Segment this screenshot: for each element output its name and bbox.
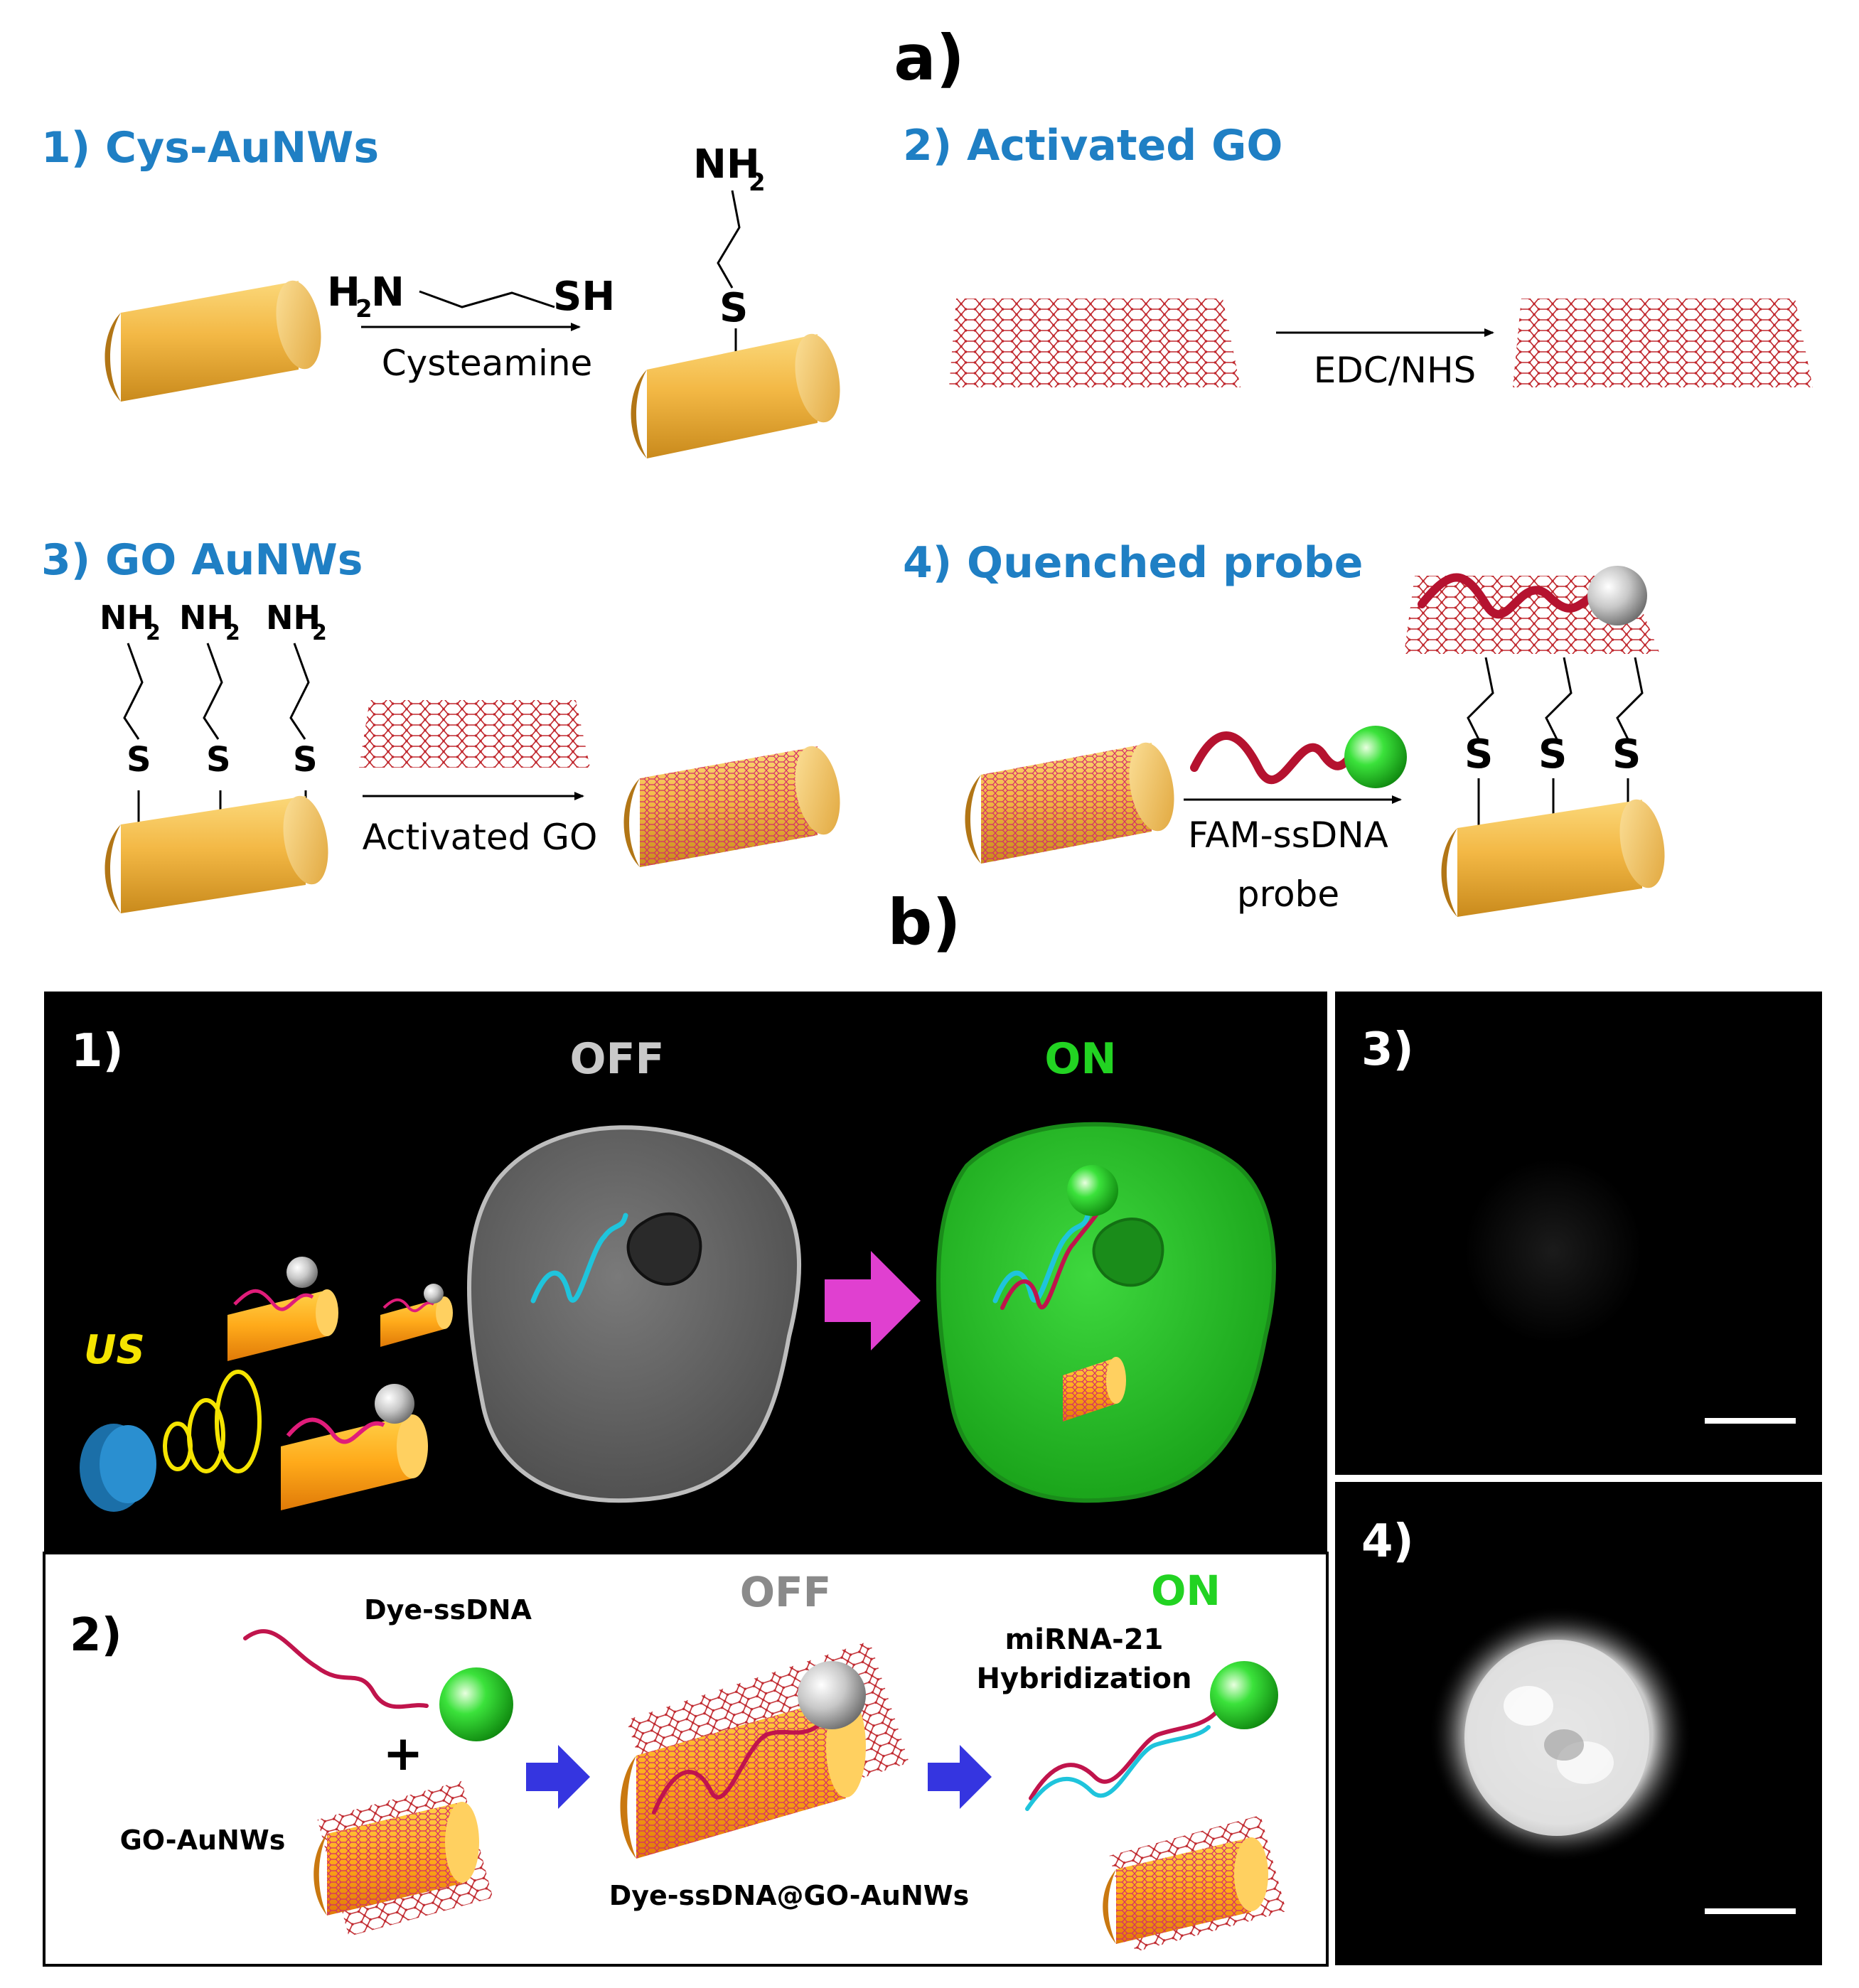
mirna21-label: miRNA-21 [1005, 1623, 1164, 1656]
ultrasound-transducer [80, 1370, 262, 1512]
panel-a-letter: a) [894, 21, 965, 95]
scale-bar-b3 [1705, 1418, 1796, 1424]
off-label: OFF [570, 1034, 665, 1084]
product-chain [717, 190, 741, 289]
dye-ssdna-strand [243, 1629, 429, 1709]
released-dye-green [1210, 1661, 1278, 1729]
product-s: S [719, 285, 748, 331]
reagent-n: N [371, 269, 405, 316]
nanomotor-2 [380, 1284, 453, 1347]
mirna-cyan-on [992, 1213, 1091, 1304]
amine-ligands: NH 2 NH 2 NH 2 S S S [100, 598, 327, 824]
released-go-aunw [1103, 1815, 1287, 1952]
bright-cell [1429, 1606, 1692, 1862]
cell-nucleus-off [626, 1212, 702, 1286]
go-aunw [314, 1780, 493, 1937]
scale-bar-b4 [1705, 1908, 1796, 1914]
arrow-label-activated-go: Activated GO [363, 817, 598, 858]
cysteamine-chain [419, 290, 555, 308]
arrow-label-fam-ssdna: FAM-ssDNA [1188, 815, 1388, 856]
nanomotor-3 [281, 1384, 428, 1510]
arrow-label-cysteamine: Cysteamine [382, 343, 593, 384]
arrow-label-probe: probe [1237, 874, 1339, 915]
hybrid-red-strand [1029, 1711, 1218, 1800]
svg-text:S: S [293, 740, 318, 780]
on-label: ON [1044, 1034, 1116, 1084]
svg-text:NH: NH [100, 598, 154, 637]
panel-b2-label: 2) [70, 1609, 122, 1662]
dim-cell [1464, 1159, 1642, 1343]
panel-b1-label: 1) [71, 1025, 124, 1078]
hybridization-label: Hybridization [976, 1662, 1191, 1695]
svg-text:2: 2 [146, 620, 161, 645]
fam-dye-green [1344, 726, 1407, 788]
svg-text:NH: NH [179, 598, 234, 637]
gold-nanowire-functionalized [631, 333, 840, 458]
probe-gold-nanowire [1441, 799, 1665, 917]
blue-arrow-1 [526, 1745, 590, 1809]
quenched-dye-gray [1587, 566, 1647, 625]
step4-title: 4) Quenched probe [903, 538, 1363, 588]
off-label-b2: OFF [740, 1568, 832, 1616]
svg-text:2: 2 [312, 620, 327, 645]
nanowire-inside-cell [1063, 1357, 1126, 1422]
dye-ssdna-label: Dye-ssDNA [364, 1594, 532, 1626]
dye-green [439, 1667, 513, 1741]
go-coated-nanowire [623, 746, 840, 867]
ultrasound-label: US [84, 1327, 145, 1373]
blue-arrow-2 [928, 1745, 992, 1809]
cell-nucleus-on [1092, 1218, 1164, 1287]
dye-ssdna-go-aunw-complex [620, 1640, 910, 1859]
activated-go-over-arrow [359, 700, 590, 768]
fam-ssdna-strand [1190, 731, 1355, 784]
fluorescent-dye-on [1067, 1165, 1118, 1216]
svg-text:S: S [1612, 731, 1641, 778]
cancer-cell-off [467, 1125, 802, 1503]
svg-text:S: S [127, 740, 151, 780]
svg-text:NH: NH [266, 598, 321, 637]
gold-nanowire [105, 280, 321, 402]
cancer-cell-on [936, 1122, 1276, 1503]
thiol-linkers: S S S [1464, 657, 1644, 828]
panel-b3-label: 3) [1361, 1023, 1414, 1076]
nanomotor-1 [227, 1257, 338, 1361]
arrow-label-edc-nhs: EDC/NHS [1314, 350, 1477, 391]
on-label-b2: ON [1151, 1567, 1221, 1615]
panel-b4-label: 4) [1361, 1515, 1414, 1568]
step2-title: 2) Activated GO [903, 121, 1282, 171]
product-nh: NH [693, 141, 760, 188]
bound-ssdna-strand [1418, 573, 1597, 619]
step3-title: 3) GO AuNWs [41, 535, 363, 585]
graphene-oxide-sheet [949, 299, 1241, 387]
reagent-sub: 2 [355, 295, 373, 323]
svg-text:2: 2 [225, 620, 240, 645]
svg-text:S: S [206, 740, 231, 780]
magenta-arrow [825, 1251, 921, 1350]
reagent-h: H [327, 269, 360, 316]
step1-title: 1) Cys-AuNWs [41, 123, 379, 173]
svg-text:S: S [1538, 731, 1567, 778]
amine-gold-nanowire [105, 795, 328, 913]
reagent-sh: SH [553, 274, 615, 320]
svg-text:S: S [1464, 731, 1493, 778]
mirna-cyan-off [530, 1213, 628, 1304]
plus-sign: + [383, 1726, 424, 1782]
probe-red-on [1000, 1210, 1100, 1310]
go-coated-nanowire-input [965, 742, 1174, 864]
activated-graphene-oxide-sheet [1513, 299, 1813, 387]
hybrid-cyan-strand [1025, 1725, 1211, 1811]
product-nh-sub: 2 [749, 168, 766, 197]
go-aunws-label: GO-AuNWs [120, 1825, 286, 1856]
panel-b-letter: b) [887, 886, 960, 959]
complex-label: Dye-ssDNA@GO-AuNWs [609, 1880, 970, 1911]
